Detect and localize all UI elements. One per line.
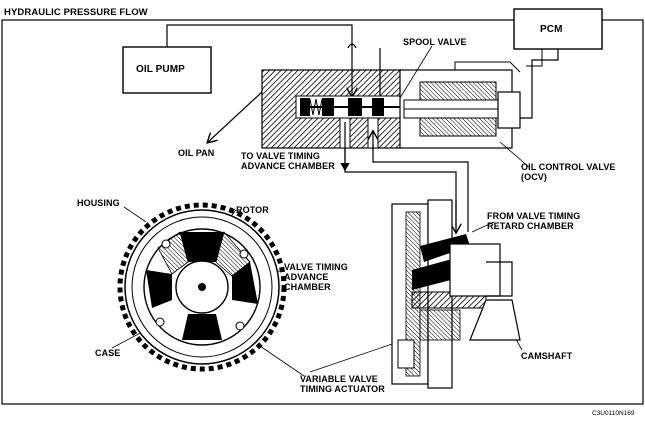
- oil-pump-label: OIL PUMP: [136, 64, 185, 75]
- spool-valve-label: SPOOL VALVE: [403, 37, 467, 47]
- vvta-label-2: TIMING ACTUATOR: [300, 384, 385, 394]
- from-retard-label-1: FROM VALVE TIMING: [487, 211, 581, 221]
- ocv-label-2: (OCV): [521, 172, 547, 182]
- vt-advance-label-3: CHAMBER: [284, 282, 331, 292]
- pump-feed-line: [166, 24, 353, 48]
- sprocket-gear: [117, 202, 287, 372]
- vt-advance-label-1: VALVE TIMING: [284, 262, 348, 272]
- camshaft: [469, 299, 521, 341]
- reference-code: C3U0110N169: [592, 410, 635, 417]
- diagram-border: [1, 19, 644, 405]
- rotor-label: ROTOR: [236, 205, 269, 215]
- actuator-section: [391, 199, 521, 389]
- to-advance-label-1: TO VALVE TIMING: [241, 151, 321, 161]
- ocv-label-1: OIL CONTROL VALVE: [521, 162, 616, 172]
- retard-line: [372, 144, 469, 232]
- diagram-title: HYDRAULIC PRESSURE FLOW: [4, 7, 148, 18]
- oil-pan-label: OIL PAN: [178, 148, 215, 158]
- housing-label: HOUSING: [77, 198, 120, 208]
- oil-pan-drain: [208, 91, 263, 142]
- pcm-label: PCM: [540, 24, 563, 35]
- camshaft-label: CAMSHAFT: [521, 351, 573, 361]
- pcm-wire: [520, 49, 559, 119]
- from-retard-label-2: RETARD CHAMBER: [487, 221, 574, 231]
- rotor-vane: [180, 232, 224, 262]
- vt-advance-label-2: ADVANCE: [284, 272, 329, 282]
- vvta-label-1: VARIABLE VALVE: [300, 374, 378, 384]
- case-label: CASE: [95, 348, 121, 358]
- to-advance-label-2: ADVANCE CHAMBER: [241, 161, 335, 171]
